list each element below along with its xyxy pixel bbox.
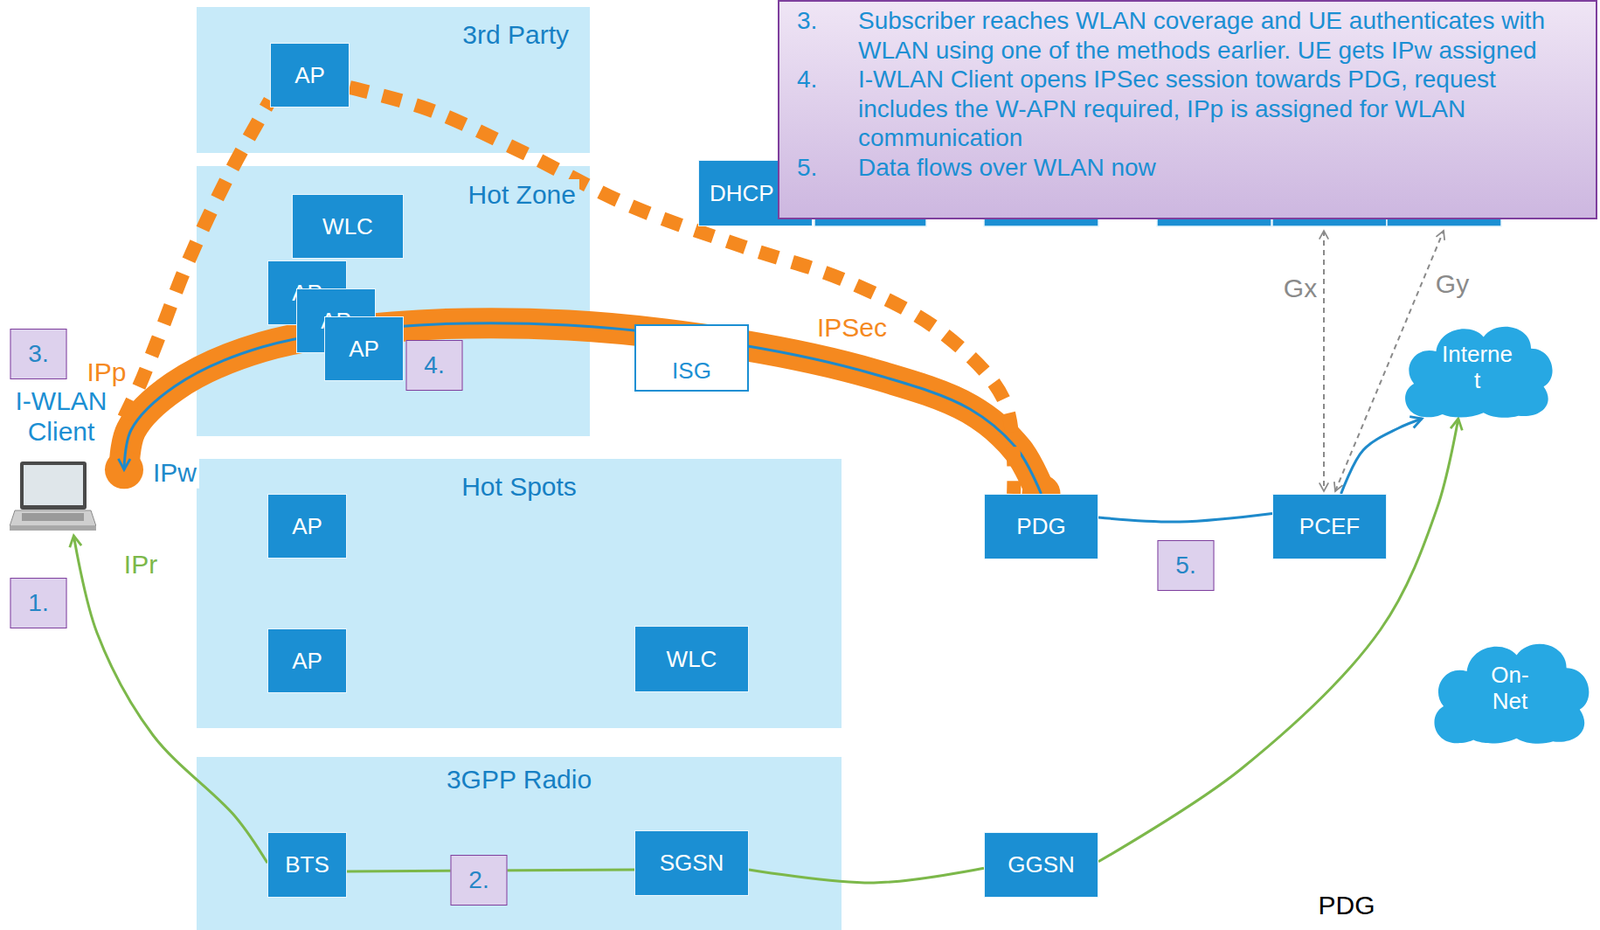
step-text: I-WLAN Client opens IPSec session toward… — [858, 64, 1574, 153]
node-label: GGSN — [1007, 851, 1075, 879]
node-label: ISG — [671, 357, 712, 385]
base-station-box: BTS — [267, 831, 347, 898]
gateway-box: ISG — [634, 324, 749, 392]
node-label: SGSN — [659, 849, 725, 877]
node-label: DHCP — [709, 180, 775, 208]
laptop-lid — [20, 461, 87, 510]
access-point-box: AP — [267, 493, 347, 559]
access-point-box: AP — [267, 628, 347, 693]
data-path — [1341, 418, 1423, 494]
node-label: WLC — [666, 645, 718, 673]
access-point-box: AP — [270, 42, 350, 108]
node-label: WLC — [322, 213, 374, 241]
data-path — [1098, 513, 1273, 523]
callout-number: 4. — [406, 339, 464, 391]
step-panel: 3.Subscriber reaches WLAN coverage and U… — [777, 0, 1598, 220]
zone-title: 3GPP Radio — [443, 763, 596, 796]
callout-number: 5. — [1157, 540, 1215, 591]
callout-number: 3. — [10, 328, 68, 380]
gx-interface-line — [1322, 230, 1325, 492]
interface-label: Gy — [1433, 269, 1472, 300]
cloud-outline — [1433, 644, 1589, 744]
step-number: 5. — [796, 152, 859, 183]
connection — [349, 87, 1014, 494]
step-number: 3. — [796, 6, 859, 65]
node-label: AP — [291, 647, 323, 675]
zone-title: Hot Spots — [457, 470, 581, 503]
zone-title: 3rd Party — [458, 19, 573, 51]
controller-box: WLC — [634, 625, 749, 693]
connection — [104, 323, 1061, 513]
node-label: AP — [294, 62, 326, 90]
interface-label: IPw — [150, 457, 200, 489]
data-path — [124, 323, 1042, 494]
step-text: Subscriber reaches WLAN coverage and UE … — [858, 6, 1574, 65]
connection — [1341, 418, 1423, 494]
zone-band: 3GPP RadioBTS SGSN — [196, 756, 842, 930]
connection — [748, 867, 984, 883]
node-label: PDG — [1016, 512, 1066, 541]
zone-title: Hot Zone — [464, 179, 580, 211]
ipsec-tunnel — [124, 323, 1042, 494]
zone-band: Hot SpotsAP AP WLC — [196, 458, 842, 728]
client-device: I-WLAN Client — [0, 385, 125, 536]
connection — [73, 535, 268, 863]
node-label: BTS — [284, 851, 330, 879]
radio-path — [73, 535, 268, 863]
laptop-icon — [9, 461, 97, 534]
server-box — [983, 159, 1099, 227]
gateway-box: GGSN — [983, 831, 1099, 898]
node-label: Interne t — [1441, 341, 1513, 395]
controller-box: WLC — [291, 193, 404, 259]
policy-box: PCEF — [1272, 493, 1387, 560]
server-box — [1272, 159, 1387, 227]
step-number: 4. — [796, 64, 859, 153]
node-label: AP — [291, 512, 323, 541]
radio-path — [748, 867, 984, 883]
laptop-base — [9, 510, 97, 527]
access-point-box: AP — [324, 316, 404, 381]
node-label: PCEF — [1299, 512, 1360, 541]
network-cloud: On-Net — [1426, 632, 1594, 745]
interface-label: Gx — [1281, 273, 1320, 305]
connection — [1098, 418, 1459, 862]
gateway-box: PDG — [983, 493, 1099, 560]
zone-band: Hot ZoneWLCAPAPAP — [196, 166, 590, 437]
laptop-front — [9, 526, 97, 531]
radio-path — [346, 869, 635, 872]
connection — [124, 100, 271, 418]
connection — [1098, 513, 1273, 523]
laptop-keyboard — [21, 512, 84, 521]
callout-number: 2. — [450, 854, 508, 906]
edge-label: IPSec — [814, 312, 890, 344]
server-box — [814, 159, 927, 227]
node-label: AP — [348, 335, 380, 363]
connection — [346, 869, 635, 872]
callout-number: 1. — [10, 577, 68, 629]
interface-label: IPp — [83, 357, 129, 388]
radio-path — [1098, 418, 1459, 862]
wlan-path — [349, 87, 1014, 494]
gy-interface-line — [1335, 230, 1444, 492]
wlan-path — [124, 100, 271, 418]
laptop-screen — [23, 464, 84, 506]
core-node-box: SGSN — [634, 830, 749, 896]
interface-label: IPr — [121, 549, 160, 581]
tunnel-endpoint — [1022, 474, 1061, 513]
network-cloud: Interne t — [1398, 316, 1557, 419]
server-box — [1156, 159, 1272, 227]
server-box — [1386, 159, 1502, 227]
node-label: On-Net — [1490, 662, 1529, 715]
step-text: Data flows over WLAN now — [858, 152, 1574, 183]
node-label: I-WLAN Client — [0, 385, 125, 448]
cloud-outline — [1405, 326, 1553, 418]
caption-text: PDG — [1315, 890, 1378, 922]
